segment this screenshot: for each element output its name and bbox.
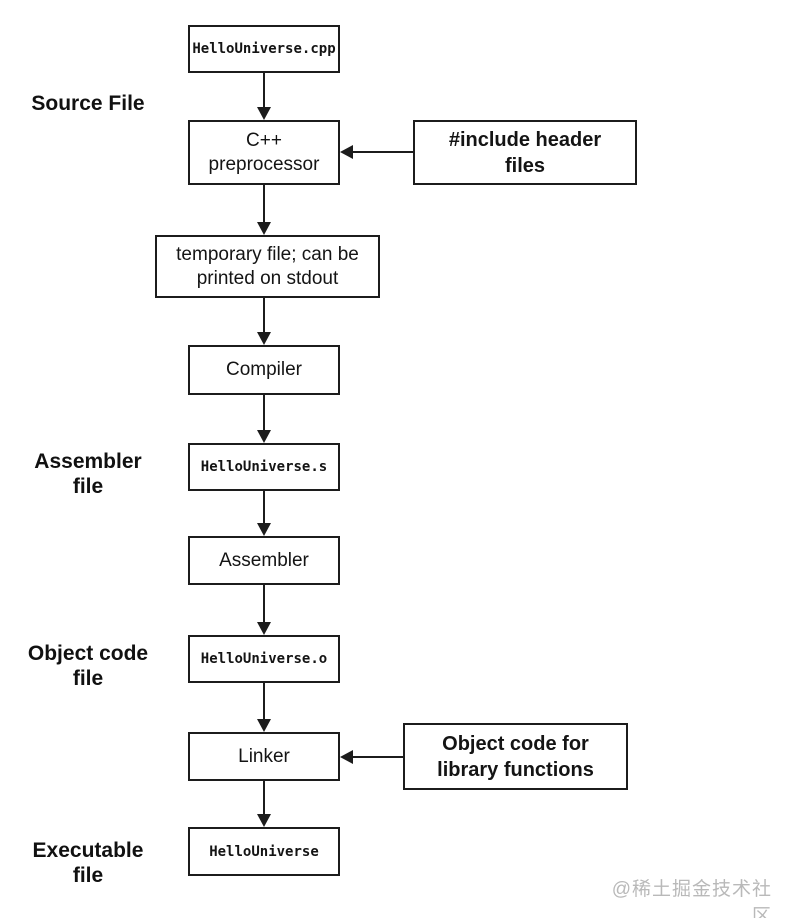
arrow-libobjects-to-linker-icon [340, 750, 403, 764]
stage-label-executable-file: Executable file [32, 839, 144, 887]
arrow-assembler-to-objectfile-icon [257, 585, 271, 635]
arrow-objectfile-to-linker-icon [257, 683, 271, 732]
arrow-linker-to-executable-icon [257, 781, 271, 827]
node-linker: Linker [188, 732, 340, 781]
node-compiler: Compiler [188, 345, 340, 395]
watermark: @稀土掘金技术社区 [611, 879, 772, 918]
arrow-headers-to-preprocessor-icon [340, 145, 413, 159]
node-include-header-files: #include header files [413, 120, 637, 185]
node-assembler-file: HelloUniverse.s [188, 443, 340, 491]
stage-label-assembler-file: Assembler file [34, 450, 142, 498]
arrow-preprocessor-to-tempfile-icon [257, 185, 271, 235]
node-source-file: HelloUniverse.cpp [188, 25, 340, 73]
stage-label-source-file: Source File [31, 92, 145, 115]
node-object-code-file: HelloUniverse.o [188, 635, 340, 683]
node-assembler: Assembler [188, 536, 340, 585]
arrow-assemblerfile-to-assembler-icon [257, 491, 271, 536]
node-temporary-file: temporary file; can be printed on stdout [155, 235, 380, 298]
arrow-source-to-preprocessor-icon [257, 73, 271, 120]
arrow-compiler-to-assemblerfile-icon [257, 395, 271, 443]
node-library-object-code: Object code for library functions [403, 723, 628, 790]
arrow-tempfile-to-compiler-icon [257, 298, 271, 345]
stage-label-object-code-file: Object code file [27, 642, 149, 690]
node-cpp-preprocessor: C++ preprocessor [188, 120, 340, 185]
node-executable: HelloUniverse [188, 827, 340, 876]
